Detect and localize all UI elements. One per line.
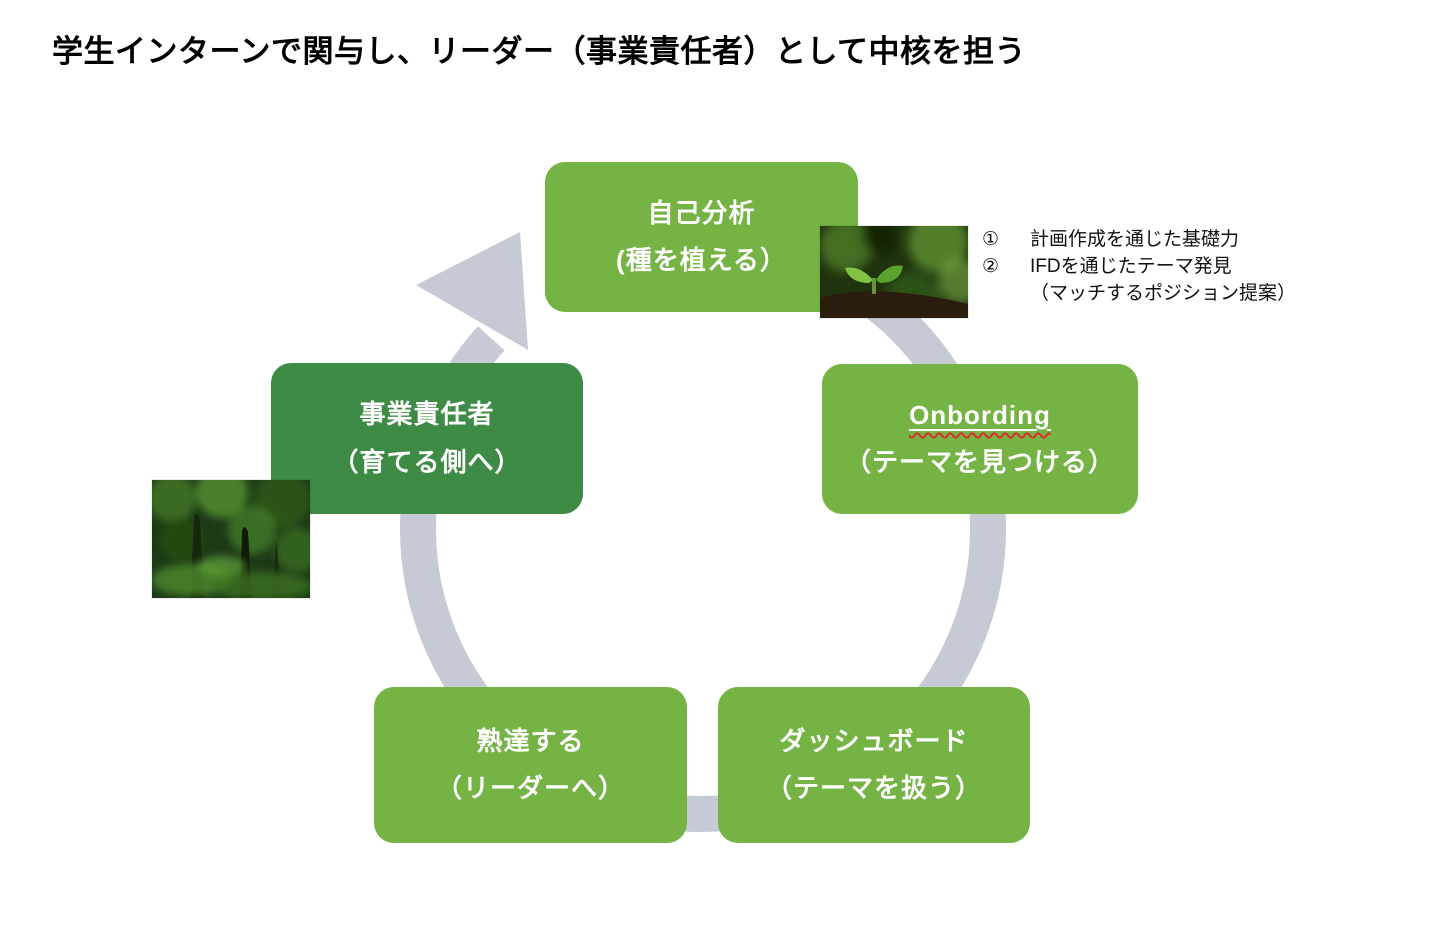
box-line1: 熟達する: [476, 725, 585, 756]
cycle-box-self-analysis: 自己分析 (種を植える）: [545, 162, 858, 312]
cycle-ring-gap: [391, 165, 703, 529]
spellcheck-underlined-word: Onbording: [909, 399, 1051, 430]
forest-photo: [152, 480, 310, 598]
annotation-item-3: （マッチするポジション提案）: [982, 280, 1342, 307]
annotation-list: ① 計画作成を通じた基礎力 ② IFDを通じたテーマ発見 （マッチするポジション…: [982, 226, 1342, 307]
box-line2: （テーマを扱う）: [765, 773, 982, 803]
annotation-text: （マッチするポジション提案）: [1030, 283, 1297, 304]
annotation-item-1: ① 計画作成を通じた基礎力: [982, 226, 1342, 253]
page-title: 学生インターンで関与し、リーダー（事業責任者）として中核を担う: [52, 34, 1027, 69]
seedling-photo-image: [820, 226, 968, 318]
box-line2: （育てる側へ）: [332, 446, 522, 477]
cycle-box-onboarding: Onbording （テーマを見つける）: [822, 364, 1138, 514]
cycle-box-dashboard: ダッシュボード （テーマを扱う）: [718, 687, 1030, 843]
forest-photo-image: [152, 480, 310, 598]
seedling-photo: [820, 226, 968, 318]
cycle-arrowhead-icon: [416, 232, 528, 350]
box-line2: （テーマを見つける）: [844, 447, 1115, 477]
cycle-box-mastery: 熟達する （リーダーへ）: [374, 687, 687, 843]
box-line1: 事業責任者: [359, 399, 495, 430]
annotation-marker: [982, 280, 1030, 307]
annotation-item-2: ② IFDを通じたテーマ発見: [982, 253, 1342, 280]
box-line1: 自己分析: [647, 197, 756, 228]
box-line1: ダッシュボード: [779, 725, 969, 756]
box-line1: Onbording: [909, 400, 1051, 431]
cycle-box-business-owner: 事業責任者 （育てる側へ）: [271, 363, 583, 514]
annotation-text: 計画作成を通じた基礎力: [1030, 229, 1240, 250]
annotation-marker: ②: [982, 256, 1000, 277]
annotation-text: IFDを通じたテーマ発見: [1030, 256, 1232, 277]
box-line2: （リーダーへ）: [435, 773, 625, 803]
box-line2: (種を植える）: [616, 245, 787, 275]
annotation-marker: ①: [982, 229, 1000, 250]
